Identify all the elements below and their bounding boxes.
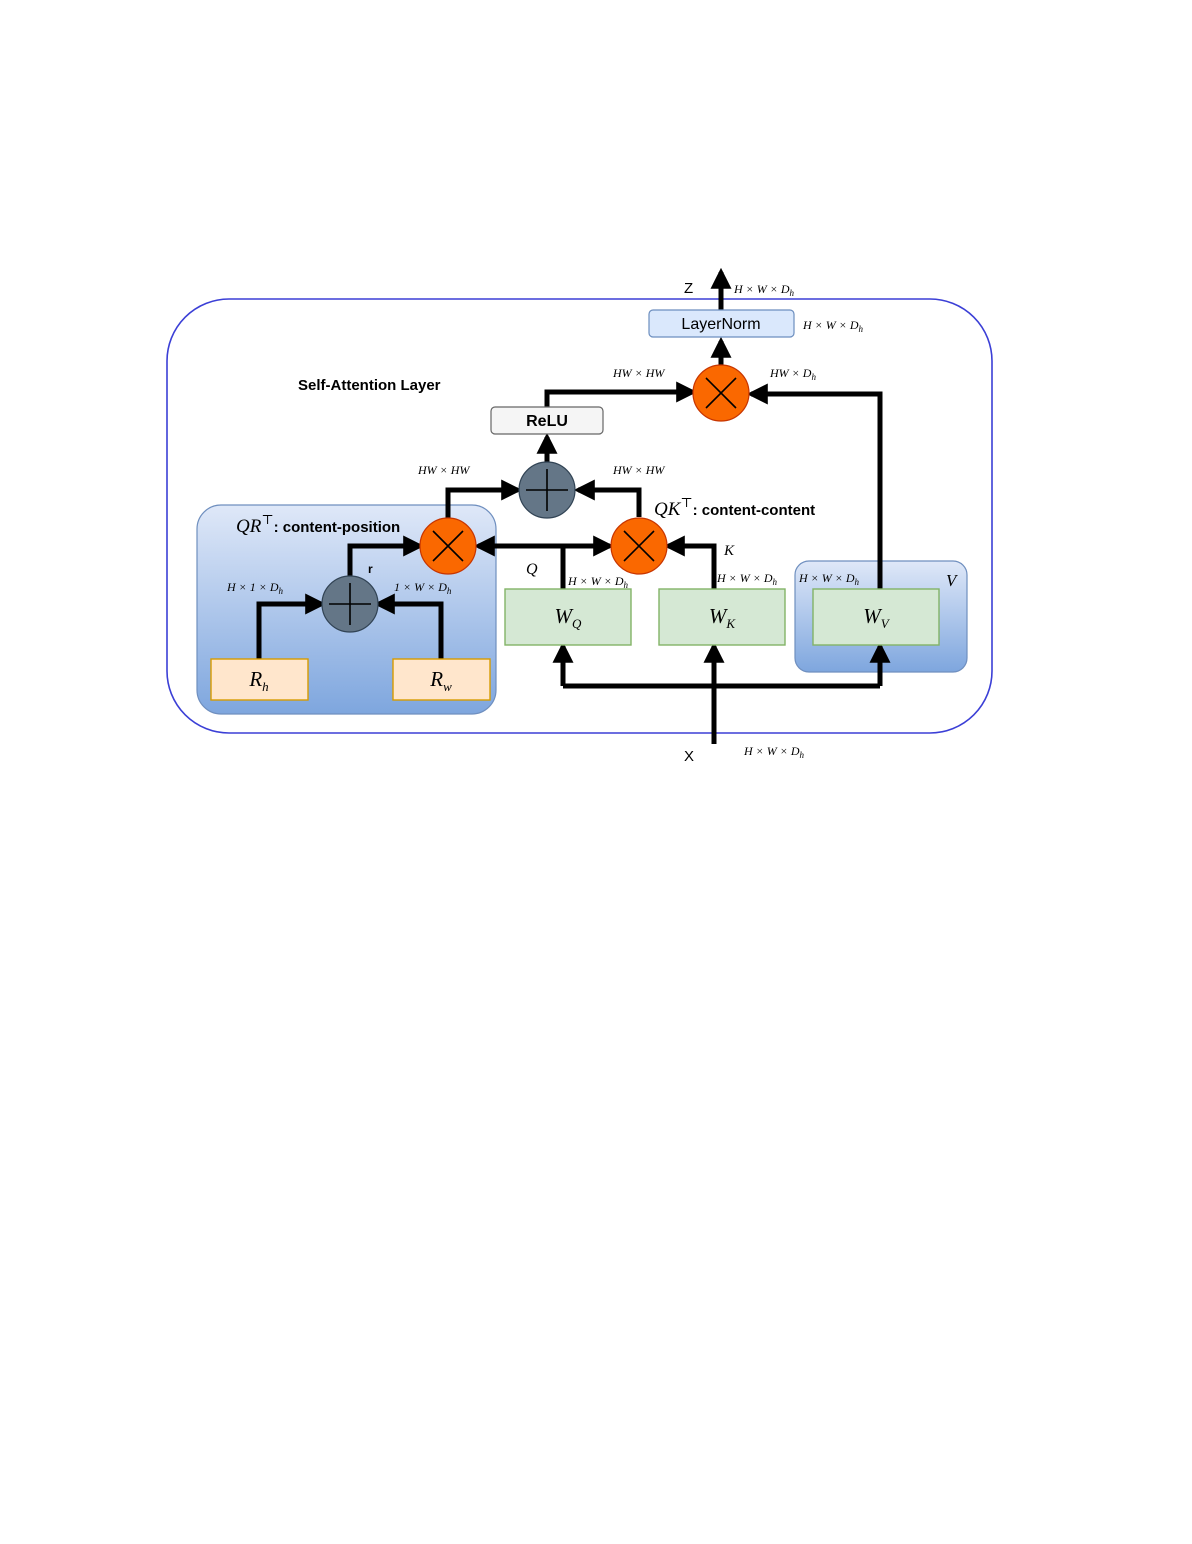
edge-v-to-mult [746, 383, 883, 589]
dim-label: HW × HW [612, 366, 665, 380]
dim-label: HW × Dh [769, 366, 816, 382]
dim-label: H × 1 × Dh [226, 580, 284, 596]
dim-label: H × W × Dh [798, 571, 860, 587]
relu-label: ReLU [526, 413, 568, 430]
dim-label: H × W × Dh [567, 574, 629, 590]
diagram-title: Self-Attention Layer [298, 377, 441, 394]
content-content-label: QK⊤: content-content [654, 495, 815, 520]
wk-box [658, 588, 786, 646]
relu-box [490, 406, 604, 435]
multiply-icon [692, 364, 750, 422]
dim-label: H × W × Dh [802, 318, 864, 334]
wq-label: WQ [555, 604, 583, 631]
add-icon [321, 575, 379, 633]
wv-box [812, 588, 940, 646]
multiply-icon [610, 517, 668, 575]
output-label: Z [684, 280, 693, 297]
rh-box [210, 658, 309, 701]
value-group-label: V [946, 571, 959, 590]
dim-label: 1 × W × Dh [394, 580, 452, 596]
edge-r-to-qr [347, 535, 425, 576]
rw-box [392, 658, 491, 701]
edge-rh-to-add [256, 593, 327, 659]
edge-relu-to-mult [544, 381, 698, 407]
dim-label: HW × HW [612, 463, 665, 477]
dim-label: HW × HW [417, 463, 470, 477]
wk-label: WK [709, 604, 737, 631]
k-edge-label: K [723, 543, 735, 559]
dim-label: H × W × Dh [716, 571, 778, 587]
r-edge-label: r [368, 562, 373, 576]
edge-qk-to-add [573, 479, 642, 517]
input-label: X [684, 748, 694, 765]
wv-label: WV [863, 604, 891, 631]
layernorm-label: LayerNorm [681, 316, 760, 333]
edge-rw-to-add [373, 593, 444, 659]
wq-box [504, 588, 632, 646]
add-icon [518, 461, 576, 519]
layer-frame [166, 298, 993, 734]
edge-qr-to-add [445, 479, 523, 519]
layernorm-box [648, 309, 795, 338]
multiply-icon [419, 517, 477, 575]
edge-k-to-qk [663, 535, 717, 589]
rw-label: Rw [429, 667, 452, 694]
content-position-label: QR⊤: content-position [236, 512, 400, 537]
q-edge-label: Q [526, 561, 538, 578]
dim-label: H × W × Dh [733, 282, 795, 298]
rh-label: Rh [248, 667, 268, 694]
dim-label: H × W × Dh [743, 744, 805, 760]
